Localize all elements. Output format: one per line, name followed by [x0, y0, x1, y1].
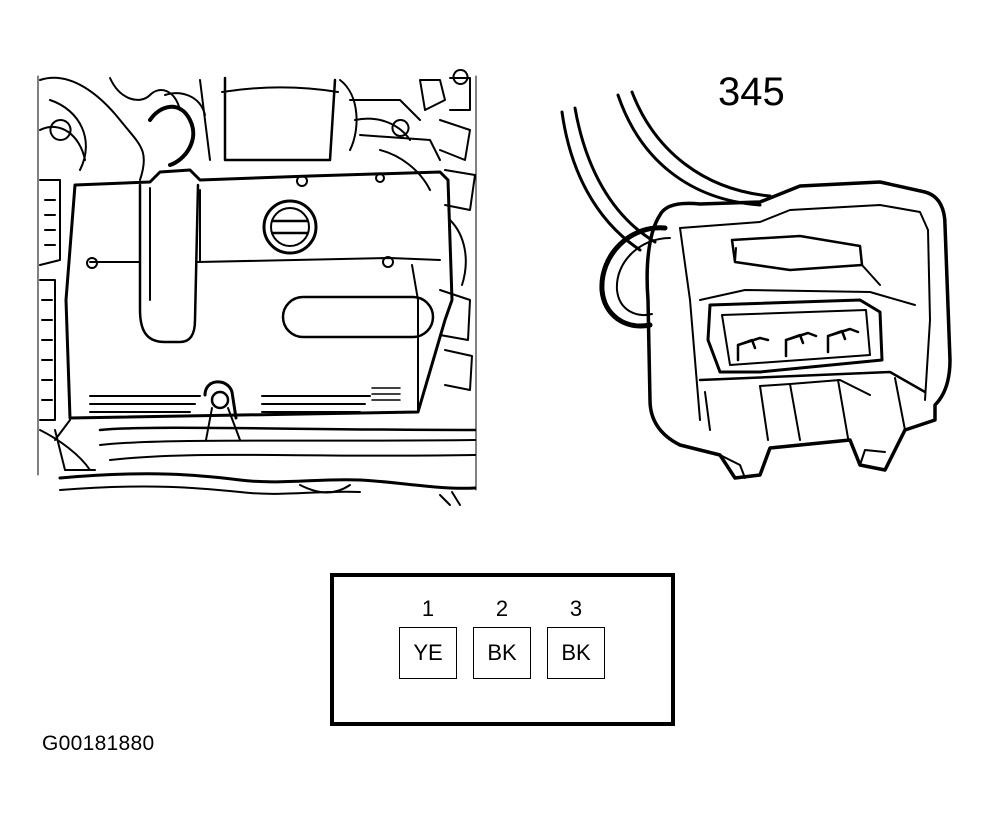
figure-id: G00181880: [42, 732, 155, 755]
pinout-table: 1 YE 2 BK 3 BK: [330, 573, 675, 726]
engine-bay-drawing: [37, 69, 477, 506]
connector-drawing: [560, 90, 952, 480]
pin-1: 1 YE: [399, 597, 457, 679]
pin-3: 3 BK: [547, 597, 605, 679]
pin-number: 2: [495, 596, 509, 621]
connector-number-label: 345: [718, 70, 785, 114]
pin-wire-color: YE: [399, 627, 457, 679]
pin-wire-color: BK: [473, 627, 531, 679]
pin-number: 1: [421, 596, 435, 621]
pin-number: 3: [569, 596, 583, 621]
pin-wire-color: BK: [547, 627, 605, 679]
pin-2: 2 BK: [473, 597, 531, 679]
